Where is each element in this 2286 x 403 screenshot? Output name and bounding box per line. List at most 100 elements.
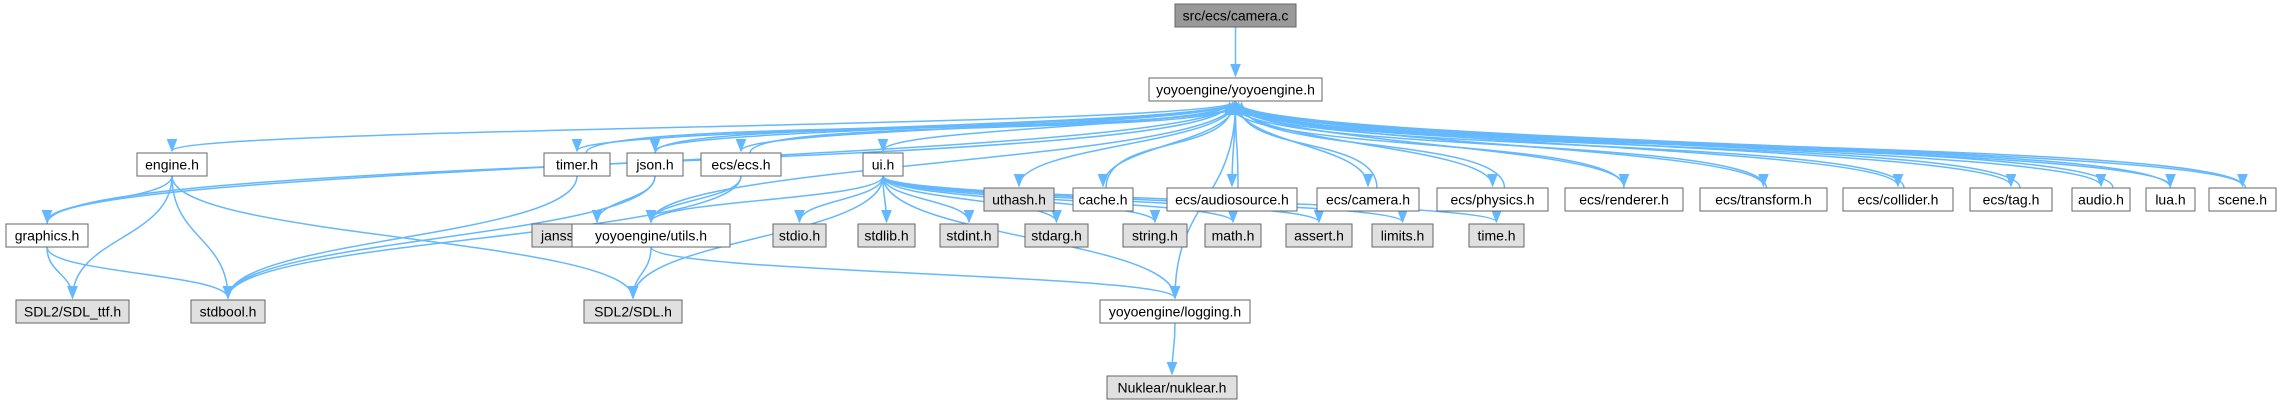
node-graphics-box <box>5 223 89 248</box>
node-yoyo-box <box>1148 77 1323 102</box>
node-timer-box <box>543 152 611 177</box>
node-stdlib-box <box>857 223 916 248</box>
node-time-box <box>1468 223 1525 248</box>
node-audio-box <box>2071 187 2131 212</box>
node-ecs-box <box>700 152 782 177</box>
node-sdlttf: SDL2/SDL_ttf.h <box>15 299 130 324</box>
edge-yoyo-to-engine <box>167 100 1237 153</box>
node-utils[interactable]: yoyoengine/utils.h <box>571 223 731 248</box>
node-math: math.h <box>1204 223 1262 248</box>
node-ui[interactable]: ui.h <box>862 152 904 177</box>
node-collider[interactable]: ecs/collider.h <box>1842 187 1954 212</box>
node-stdlib: stdlib.h <box>857 223 916 248</box>
node-camera-box <box>1316 187 1420 212</box>
node-root-box <box>1174 3 1297 28</box>
edge-ui-to-math <box>882 175 1239 224</box>
edge-ui-to-sdl <box>627 175 884 300</box>
edge-engine-to-sdlttf <box>67 175 173 300</box>
node-uthash: uthash.h <box>983 187 1055 212</box>
node-string: string.h <box>1122 223 1188 248</box>
node-string-box <box>1122 223 1188 248</box>
node-tag[interactable]: ecs/tag.h <box>1969 187 2053 212</box>
edge-renderer-to-yoyo <box>1224 101 1625 189</box>
node-transform-box <box>1699 187 1828 212</box>
node-stdlib-label: stdlib.h <box>864 228 908 244</box>
node-physics-box <box>1436 187 1549 212</box>
node-scene[interactable]: scene.h <box>2208 187 2277 212</box>
node-audio[interactable]: audio.h <box>2071 187 2131 212</box>
edge-utils-to-logging <box>650 246 1181 300</box>
node-audiosource[interactable]: ecs/audiosource.h <box>1166 187 1298 212</box>
node-renderer-box <box>1564 187 1684 212</box>
node-timer-label: timer.h <box>556 157 598 173</box>
edge-ui-to-utils <box>645 175 884 224</box>
edge-json-to-stdbool <box>222 175 656 300</box>
node-audiosource-label: ecs/audiosource.h <box>1175 192 1289 208</box>
edge-collider-to-yoyo <box>1230 101 1905 189</box>
node-stdarg: stdarg.h <box>1024 223 1089 248</box>
node-audiosource-box <box>1166 187 1298 212</box>
node-tag-label: ecs/tag.h <box>1983 192 2040 208</box>
node-utils-label: yoyoengine/utils.h <box>595 228 707 244</box>
dependency-edges <box>41 27 2248 376</box>
node-engine[interactable]: engine.h <box>136 152 208 177</box>
node-root-label: src/ecs/camera.c <box>1183 8 1289 24</box>
node-nuklear-box <box>1106 375 1238 400</box>
edge-physics-to-yoyo <box>1236 101 1506 189</box>
node-yoyo[interactable]: yoyoengine/yoyoengine.h <box>1148 77 1323 102</box>
node-stdio: stdio.h <box>772 223 827 248</box>
node-logging-box <box>1099 299 1251 324</box>
node-graphics[interactable]: graphics.h <box>5 223 89 248</box>
edge-yoyo-to-utils <box>645 100 1237 224</box>
edge-yoyo-to-collider <box>1234 100 1904 188</box>
node-camera[interactable]: ecs/camera.h <box>1316 187 1420 212</box>
node-uthash-label: uthash.h <box>992 192 1046 208</box>
node-timer[interactable]: timer.h <box>543 152 611 177</box>
edge-timer-to-yoyo <box>585 101 1244 154</box>
edge-ecs-to-stdbool <box>222 175 742 300</box>
node-logging-label: yoyoengine/logging.h <box>1109 304 1241 320</box>
file-nodes: src/ecs/camera.c yoyoengine/yoyoengine.h e… <box>5 3 2277 400</box>
node-logging[interactable]: yoyoengine/logging.h <box>1099 299 1251 324</box>
node-assert: assert.h <box>1285 223 1353 248</box>
node-root[interactable]: src/ecs/camera.c <box>1174 3 1297 28</box>
node-sdlttf-label: SDL2/SDL_ttf.h <box>24 304 121 320</box>
edge-ui-to-stdint <box>882 175 975 224</box>
edge-audiosource-to-yoyo <box>1230 101 1241 189</box>
edge-graphics-to-stdbool <box>46 246 234 300</box>
node-audio-label: audio.h <box>2078 192 2124 208</box>
edge-yoyo-to-scene <box>1234 100 2248 188</box>
node-time: time.h <box>1468 223 1525 248</box>
node-scene-label: scene.h <box>2218 192 2267 208</box>
node-physics[interactable]: ecs/physics.h <box>1436 187 1549 212</box>
node-stdio-label: stdio.h <box>779 228 820 244</box>
node-transform[interactable]: ecs/transform.h <box>1699 187 1828 212</box>
node-renderer[interactable]: ecs/renderer.h <box>1564 187 1684 212</box>
node-limits-box <box>1371 223 1434 248</box>
node-lua[interactable]: lua.h <box>2145 187 2196 212</box>
node-assert-label: assert.h <box>1294 228 1344 244</box>
node-sdl-label: SDL2/SDL.h <box>594 304 672 320</box>
node-limits-label: limits.h <box>1381 228 1425 244</box>
node-ecs[interactable]: ecs/ecs.h <box>700 152 782 177</box>
edge-cache-to-yoyo <box>1105 101 1238 189</box>
node-transform-label: ecs/transform.h <box>1715 192 1811 208</box>
node-nuklear-label: Nuklear/nuklear.h <box>1118 380 1227 396</box>
edge-ecs-to-yoyo <box>749 101 1244 154</box>
node-stdbool: stdbool.h <box>190 299 266 324</box>
edge-scene-to-yoyo <box>1227 101 2247 189</box>
node-math-box <box>1204 223 1262 248</box>
node-physics-label: ecs/physics.h <box>1450 192 1534 208</box>
edge-transform-to-yoyo <box>1227 101 1768 189</box>
node-cache[interactable]: cache.h <box>1072 187 1134 212</box>
edge-json-to-yoyo <box>654 101 1235 154</box>
edge-timer-to-stdbool <box>222 175 578 300</box>
node-math-label: math.h <box>1212 228 1255 244</box>
node-json[interactable]: json.h <box>626 152 684 177</box>
node-cache-label: cache.h <box>1078 192 1127 208</box>
edge-logging-to-nuklear <box>1166 322 1178 376</box>
node-ecs-label: ecs/ecs.h <box>711 157 770 173</box>
node-utils-box <box>571 223 731 248</box>
node-yoyo-label: yoyoengine/yoyoengine.h <box>1156 82 1315 98</box>
node-lua-box <box>2145 187 2196 212</box>
